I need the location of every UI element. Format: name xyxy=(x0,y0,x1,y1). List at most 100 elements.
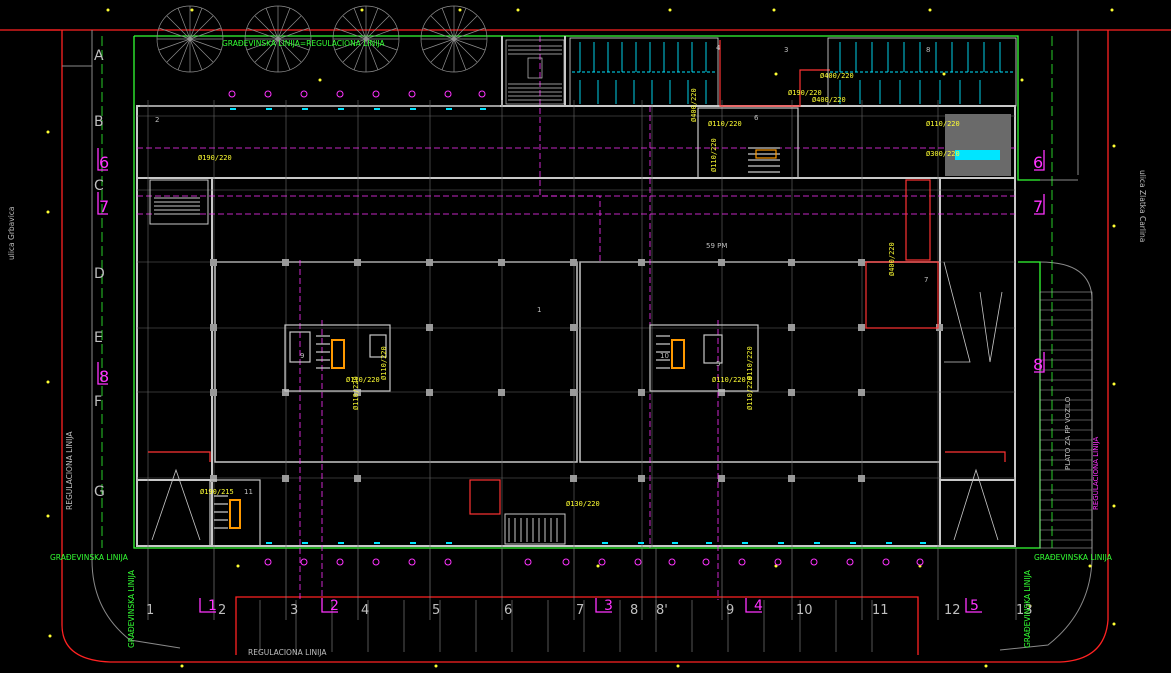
side-mark: 6 xyxy=(99,153,109,172)
duct-label: Ø110/220 xyxy=(926,120,960,128)
room-number: 8 xyxy=(926,46,930,54)
section-mark: 3 xyxy=(604,598,613,614)
grid-row-label: D xyxy=(94,266,105,282)
room-number: 2 xyxy=(155,116,159,124)
grid-column-label: 3 xyxy=(290,603,298,618)
grid-column-label: 6 xyxy=(504,603,512,618)
bottom-regulation-label: REGULACIONA LINIJA xyxy=(248,648,327,657)
bottom-right-building-line-label: GRAĐEVINSKA LINIJA xyxy=(1034,553,1113,562)
section-mark: 5 xyxy=(970,598,979,614)
grid-row-label: G xyxy=(94,484,105,500)
right-regulation-label: REGULACIONA LINIJA xyxy=(1092,437,1100,510)
grid-column-label: 1 xyxy=(146,603,154,618)
duct-label: Ø300/220 xyxy=(926,150,960,158)
duct-label: Ø110/220 xyxy=(380,346,388,380)
grid-column-label: 5 xyxy=(432,603,440,618)
grid-column-label: 4 xyxy=(361,603,369,618)
trees xyxy=(156,5,488,73)
grid-column-label: 8' xyxy=(656,603,668,618)
street-parking xyxy=(259,600,873,652)
survey-points xyxy=(46,8,1116,668)
side-mark: 7 xyxy=(99,197,109,216)
sanitary-fixtures xyxy=(569,37,1017,107)
parking-count-label: 59 PM xyxy=(706,242,727,250)
grid-row-labels: A B C D E F G xyxy=(94,48,105,500)
stair-core-top xyxy=(697,107,799,179)
section-mark: 1 xyxy=(208,598,217,614)
grid-column-label: 2 xyxy=(218,603,226,618)
right-street-label: ulica Zlatka Carlina xyxy=(1138,170,1147,242)
left-regulation-label: REGULACIONA LINIJA xyxy=(65,431,74,510)
service-lines xyxy=(137,36,1015,600)
room-number: 7 xyxy=(924,276,928,284)
duct-annotations: Ø190/220 Ø300/220 Ø110/220 Ø400/220 Ø400… xyxy=(198,72,960,508)
grid-column-label: 8 xyxy=(630,603,638,618)
top-building-line-label: GRAĐEVINSKA LINIJA=REGULACIONA LINIJA xyxy=(222,39,385,48)
duct-label: Ø400/220 xyxy=(820,72,854,80)
tree-icon xyxy=(332,5,400,73)
grid-row-label: A xyxy=(94,48,104,64)
side-mark: 7 xyxy=(1033,197,1043,216)
axis-lines-bottom xyxy=(147,548,1017,620)
left-street-label: ulica Grbavica xyxy=(7,206,16,260)
duct-label: Ø110/220 xyxy=(746,376,754,410)
stair-left-entry xyxy=(149,179,209,225)
tree-icon xyxy=(244,5,312,73)
top-stair xyxy=(505,39,565,105)
duct-label: Ø190/215 xyxy=(200,488,234,496)
room-number: 10 xyxy=(660,352,669,360)
duct-label: Ø130/220 xyxy=(566,500,600,508)
right-vertical-building-label: GRAĐEVINSKA LINIJA xyxy=(1023,569,1032,648)
room-number: 9 xyxy=(300,352,304,360)
red-room-outlines xyxy=(148,40,1006,515)
duct-label: Ø190/220 xyxy=(198,154,232,162)
grid-column-labels: 1 2 3 4 5 6 7 8 8' 9 10 11 12 13 xyxy=(146,603,1033,618)
side-mark: 8 xyxy=(99,367,109,386)
room-number: 4 xyxy=(716,44,721,52)
section-mark: 2 xyxy=(330,598,339,614)
duct-label: Ø110/220 xyxy=(710,138,718,172)
room-numbers: 1 2 3 4 5 6 7 8 9 10 11 xyxy=(155,44,930,496)
duct-label: Ø400/220 xyxy=(690,88,698,122)
grid-row-label: F xyxy=(94,394,102,410)
room-number: 1 xyxy=(537,306,541,314)
side-mark: 8 xyxy=(1033,355,1043,374)
grid-column-label: 10 xyxy=(796,603,813,618)
duct-label: Ø190/220 xyxy=(788,89,822,97)
room-number: 11 xyxy=(244,488,253,496)
grid-column-label: 11 xyxy=(872,603,889,618)
grid-column-label: 7 xyxy=(576,603,584,618)
regulation-lines xyxy=(0,29,1171,663)
grid-column-label: 12 xyxy=(944,603,961,618)
left-vertical-building-label: GRAĐEVINSKA LINIJA xyxy=(127,569,136,648)
columns xyxy=(210,259,943,482)
entrance-arrows xyxy=(151,261,1003,541)
grid-row-label: B xyxy=(94,114,104,130)
duct-label: Ø400/220 xyxy=(888,242,896,276)
sidewalk-outline xyxy=(62,30,1093,651)
grid-row-label: E xyxy=(94,330,103,346)
section-mark: 4 xyxy=(754,598,763,614)
tree-icon xyxy=(420,5,488,73)
bottom-left-building-line-label: GRAĐEVINSKA LINIJA xyxy=(50,553,129,562)
stair-bottom-entry xyxy=(504,513,566,545)
fixture-strip xyxy=(955,150,1000,160)
tree-icon xyxy=(156,5,224,73)
section-mark-labels: 1 2 3 4 5 6 7 8 6 7 8 xyxy=(99,153,1043,614)
room-number: 5 xyxy=(716,360,720,368)
stair-core-bottom xyxy=(209,479,261,547)
shaded-core xyxy=(945,114,1011,176)
right-ramp-label: PLATO ZA PP VOZILO xyxy=(1064,396,1072,470)
duct-label: Ø110/220 xyxy=(712,376,746,384)
stair-core-left xyxy=(284,324,391,392)
duct-label: Ø110/220 xyxy=(708,120,742,128)
duct-label: Ø400/220 xyxy=(812,96,846,104)
grid-column-label: 9 xyxy=(726,603,734,618)
room-number: 3 xyxy=(784,46,788,54)
light-fixture-markers xyxy=(228,90,924,566)
stair-core-right xyxy=(649,324,759,392)
room-number: 6 xyxy=(754,114,759,122)
side-mark: 6 xyxy=(1033,153,1043,172)
facade-marks xyxy=(230,108,926,544)
